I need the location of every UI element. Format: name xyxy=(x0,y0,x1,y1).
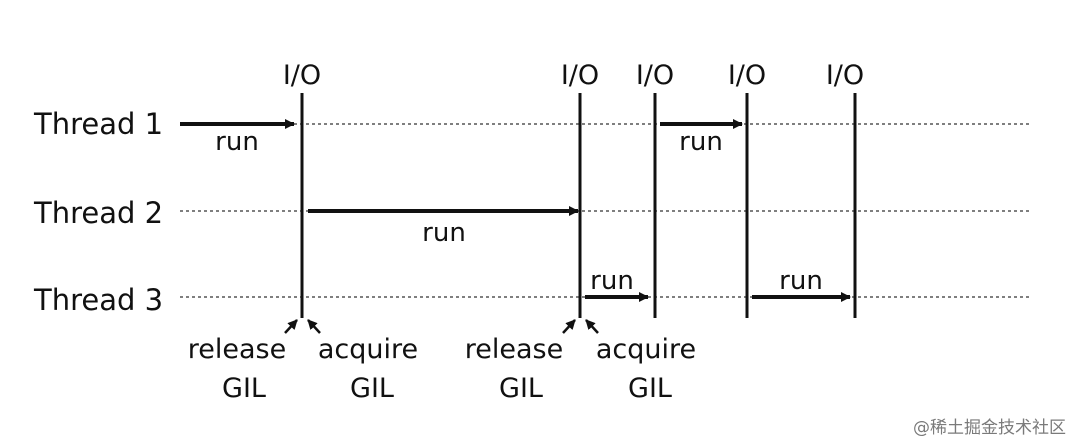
io-label-5: I/O xyxy=(826,60,864,91)
release-gil-pointer-2 xyxy=(562,319,576,334)
watermark-text: @稀土掘金技术社区 xyxy=(913,418,1066,438)
gil-annotation-4-line1: acquire xyxy=(596,334,696,365)
gil-annotation-4-line2: GIL xyxy=(628,373,672,404)
run-label-4: run xyxy=(590,266,634,296)
gil-annotation-2-line1: acquire xyxy=(318,334,418,365)
io-label-1: I/O xyxy=(283,60,321,91)
gil-annotation-1-line2: GIL xyxy=(222,373,266,404)
gil-annotation-3-line2: GIL xyxy=(499,373,543,404)
release-gil-pointer-1 xyxy=(284,319,298,334)
gil-annotation-3-line1: release xyxy=(465,334,563,365)
acquire-gil-pointer-1 xyxy=(307,319,321,334)
acquire-gil-pointer-2 xyxy=(585,319,599,334)
run-label-2: run xyxy=(422,218,466,248)
run-label-3: run xyxy=(679,127,723,157)
gil-annotation-2-line2: GIL xyxy=(350,373,394,404)
io-label-3: I/O xyxy=(636,60,674,91)
io-label-2: I/O xyxy=(561,60,599,91)
gil-annotation-1-line1: release xyxy=(188,334,286,365)
thread-label-1: Thread 1 xyxy=(33,107,163,141)
io-label-4: I/O xyxy=(728,60,766,91)
thread-label-3: Thread 3 xyxy=(33,283,163,317)
run-label-1: run xyxy=(215,127,259,157)
run-label-5: run xyxy=(779,266,823,296)
thread-label-2: Thread 2 xyxy=(33,196,163,230)
